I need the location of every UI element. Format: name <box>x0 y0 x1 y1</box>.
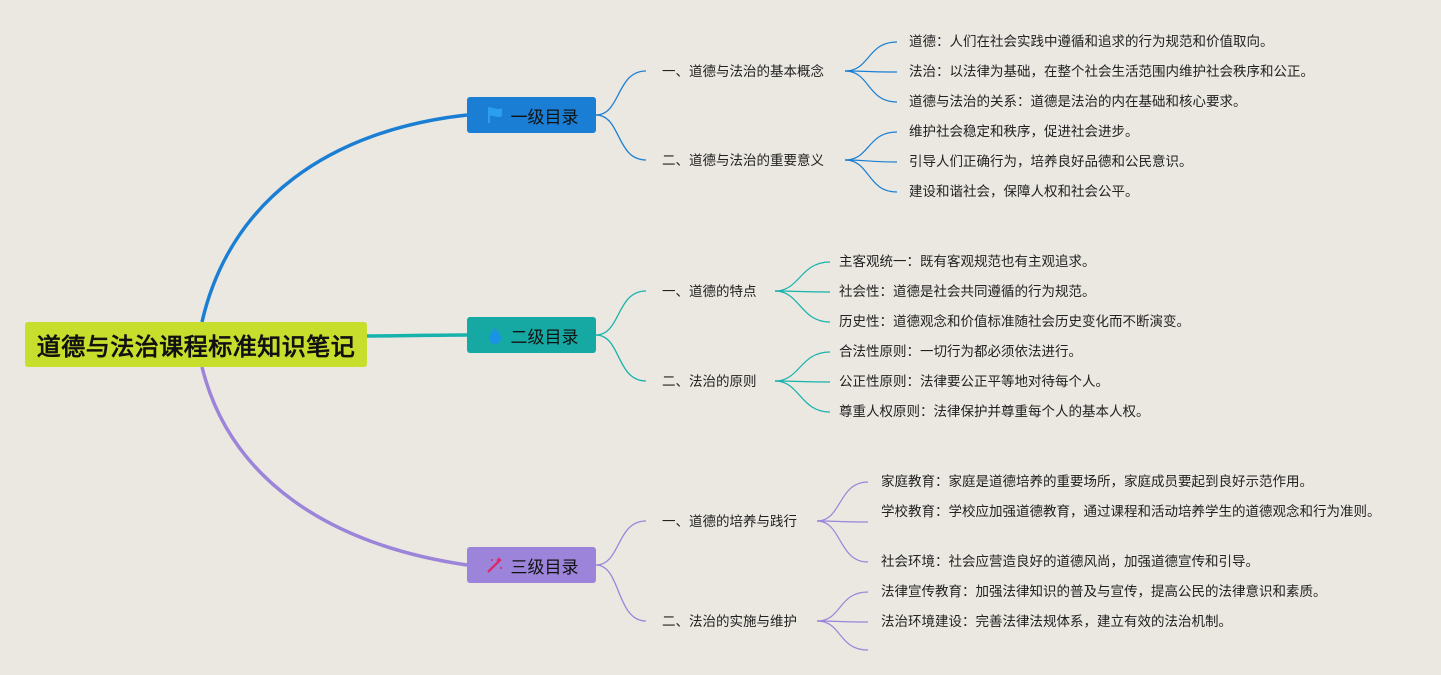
root-connector <box>200 366 468 567</box>
leaf-note[interactable]: 尊重人权原则：法律保护并尊重每个人的基本人权。 <box>839 404 1150 420</box>
leaf-note[interactable]: 合法性原则：一切行为都必须依法进行。 <box>839 344 1082 360</box>
subtopic[interactable]: 二、法治的实施与维护 <box>662 614 797 630</box>
section-label: 二级目录 <box>510 327 579 348</box>
leaf-note[interactable]: 道德与法治的关系：道德是法治的内在基础和核心要求。 <box>909 94 1247 110</box>
section-label: 一级目录 <box>510 107 579 128</box>
leaf-note[interactable]: 道德：人们在社会实践中遵循和追求的行为规范和价值取向。 <box>909 34 1274 50</box>
leaf-connector <box>816 481 869 522</box>
section-level-1[interactable]: 一级目录 <box>467 97 596 133</box>
leaf-note[interactable]: 建设和谐社会，保障人权和社会公平。 <box>909 184 1139 200</box>
leaf-connector <box>816 620 869 651</box>
leaf-connector <box>774 351 831 382</box>
leaf-connector <box>844 41 898 72</box>
leaf-note[interactable]: 维护社会稳定和秩序，促进社会进步。 <box>909 124 1139 140</box>
root-title: 道德与法治课程标准知识笔记 <box>36 333 356 361</box>
leaf-note[interactable]: 社会环境：社会应营造良好的道德风尚，加强道德宣传和引导。 <box>881 554 1259 570</box>
water-drop-icon <box>485 325 505 345</box>
leaf-connector <box>844 159 898 193</box>
subtopic[interactable]: 一、道德的培养与践行 <box>662 514 797 530</box>
leaf-note[interactable]: 社会性：道德是社会共同遵循的行为规范。 <box>839 284 1096 300</box>
flag-icon <box>485 105 505 125</box>
leaf-connector <box>774 380 831 413</box>
branch-connector <box>595 334 647 382</box>
subtopic[interactable]: 一、道德的特点 <box>662 284 757 300</box>
leaf-note[interactable]: 法律宣传教育：加强法律知识的普及与宣传，提高公民的法律意识和素质。 <box>881 584 1327 600</box>
leaf-connector <box>816 520 869 523</box>
leaf-connector <box>816 520 869 563</box>
subtopic[interactable]: 二、道德与法治的重要意义 <box>662 153 824 169</box>
leaf-note[interactable]: 法治环境建设：完善法律法规体系，建立有效的法治机制。 <box>881 614 1232 630</box>
subtopic[interactable]: 二、法治的原则 <box>662 374 757 390</box>
branch-connector <box>595 520 647 566</box>
branch-connector <box>595 114 647 161</box>
section-label: 三级目录 <box>510 557 579 578</box>
magic-wand-icon <box>485 555 505 575</box>
leaf-note[interactable]: 历史性：道德观念和价值标准随社会历史变化而不断演变。 <box>839 314 1190 330</box>
subtopic[interactable]: 一、道德与法治的基本概念 <box>662 64 824 80</box>
section-level-2[interactable]: 二级目录 <box>467 317 596 353</box>
section-level-3[interactable]: 三级目录 <box>467 547 596 583</box>
leaf-connector <box>774 290 831 323</box>
root-topic[interactable]: 道德与法治课程标准知识笔记 <box>25 322 367 367</box>
leaf-connector <box>774 261 831 292</box>
leaf-connector <box>844 131 898 161</box>
leaf-note[interactable]: 引导人们正确行为，培养良好品德和公民意识。 <box>909 154 1193 170</box>
leaf-connector <box>816 591 869 622</box>
branch-connector <box>595 564 647 622</box>
branch-connector <box>595 290 647 336</box>
leaf-note[interactable]: 公正性原则：法律要公正平等地对待每个人。 <box>839 374 1109 390</box>
root-connector <box>366 333 468 338</box>
leaf-note[interactable]: 主客观统一：既有客观规范也有主观追求。 <box>839 254 1096 270</box>
leaf-note[interactable]: 家庭教育：家庭是道德培养的重要场所，家庭成员要起到良好示范作用。 <box>881 474 1313 490</box>
leaf-note[interactable]: 学校教育：学校应加强道德教育，通过课程和活动培养学生的道德观念和行为准则。 <box>881 504 1381 520</box>
leaf-note[interactable]: 法治：以法律为基础，在整个社会生活范围内维护社会秩序和公正。 <box>909 64 1314 80</box>
branch-connector <box>595 70 647 116</box>
root-connector <box>200 113 468 323</box>
leaf-connector <box>844 70 898 103</box>
